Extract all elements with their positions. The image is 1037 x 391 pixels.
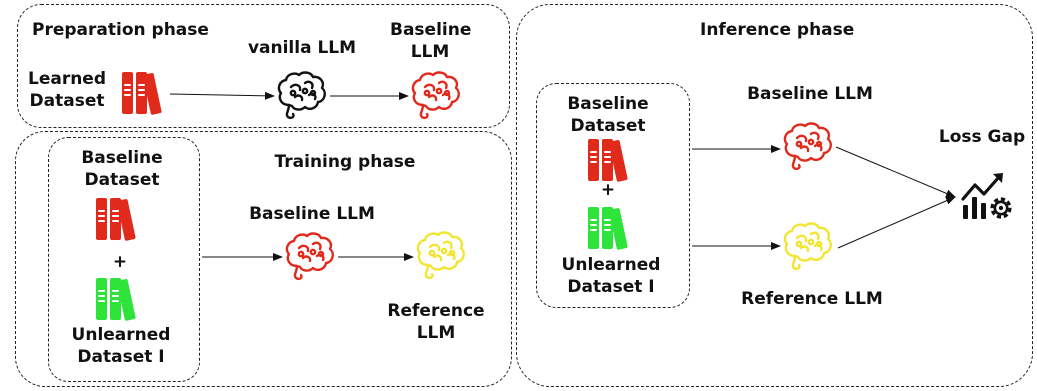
books-icon <box>586 137 634 183</box>
training-baseline-llm-label: Baseline LLM <box>249 204 375 224</box>
brain-icon <box>409 69 463 121</box>
brain-icon <box>283 230 337 282</box>
inference-baseline-dataset-line2: Dataset <box>570 116 646 136</box>
arrow-baseline-to-loss-gap <box>835 146 956 198</box>
preparation-phase-title: Preparation phase <box>32 20 209 40</box>
loss-gap-label: Loss Gap <box>938 127 1026 147</box>
brain-icon <box>781 120 835 172</box>
inference-baseline-llm-label: Baseline LLM <box>747 84 873 104</box>
prep-baseline-llm-label-line2: LLM <box>410 42 450 62</box>
arrow-learned-to-vanilla <box>169 91 275 100</box>
training-baseline-dataset-line2: Dataset <box>84 170 160 190</box>
inference-reference-llm-label: Reference LLM <box>741 289 883 309</box>
vanilla-llm-label: vanilla LLM <box>247 38 357 58</box>
training-phase-box <box>15 131 512 387</box>
learned-dataset-label-line1: Learned <box>27 69 107 89</box>
arrow-reference-to-loss-gap <box>837 196 956 249</box>
books-icon <box>120 70 168 116</box>
brain-icon <box>414 229 468 281</box>
preparation-phase-box <box>17 4 510 128</box>
prep-baseline-llm-label-line1: Baseline <box>390 20 472 40</box>
reference-llm-label-line2: LLM <box>416 323 456 343</box>
brain-icon <box>275 69 329 121</box>
inference-unlearned-dataset-line1: Unlearned <box>561 255 661 275</box>
training-phase-title: Training phase <box>274 152 416 172</box>
brain-icon <box>781 220 835 272</box>
inference-baseline-dataset-line1: Baseline <box>567 94 649 114</box>
books-icon <box>586 205 634 251</box>
inference-phase-title: Inference phase <box>700 20 855 40</box>
inference-dataset-group-box <box>536 83 690 308</box>
training-baseline-dataset-line1: Baseline <box>81 148 163 168</box>
inference-unlearned-dataset-line2: Dataset I <box>567 277 655 297</box>
inference-phase-box <box>516 4 1033 387</box>
training-dataset-group-box <box>48 137 200 382</box>
learned-dataset-label-line2: Dataset <box>29 91 105 111</box>
books-icon <box>94 196 142 242</box>
inference-plus-sign: + <box>600 180 616 200</box>
training-plus-sign: + <box>112 252 128 272</box>
books-icon <box>94 276 142 322</box>
training-unlearned-dataset-line2: Dataset I <box>77 347 165 367</box>
training-unlearned-dataset-line1: Unlearned <box>71 325 171 345</box>
reference-llm-label-line1: Reference <box>387 301 485 321</box>
chart-gear-icon <box>957 165 1015 223</box>
